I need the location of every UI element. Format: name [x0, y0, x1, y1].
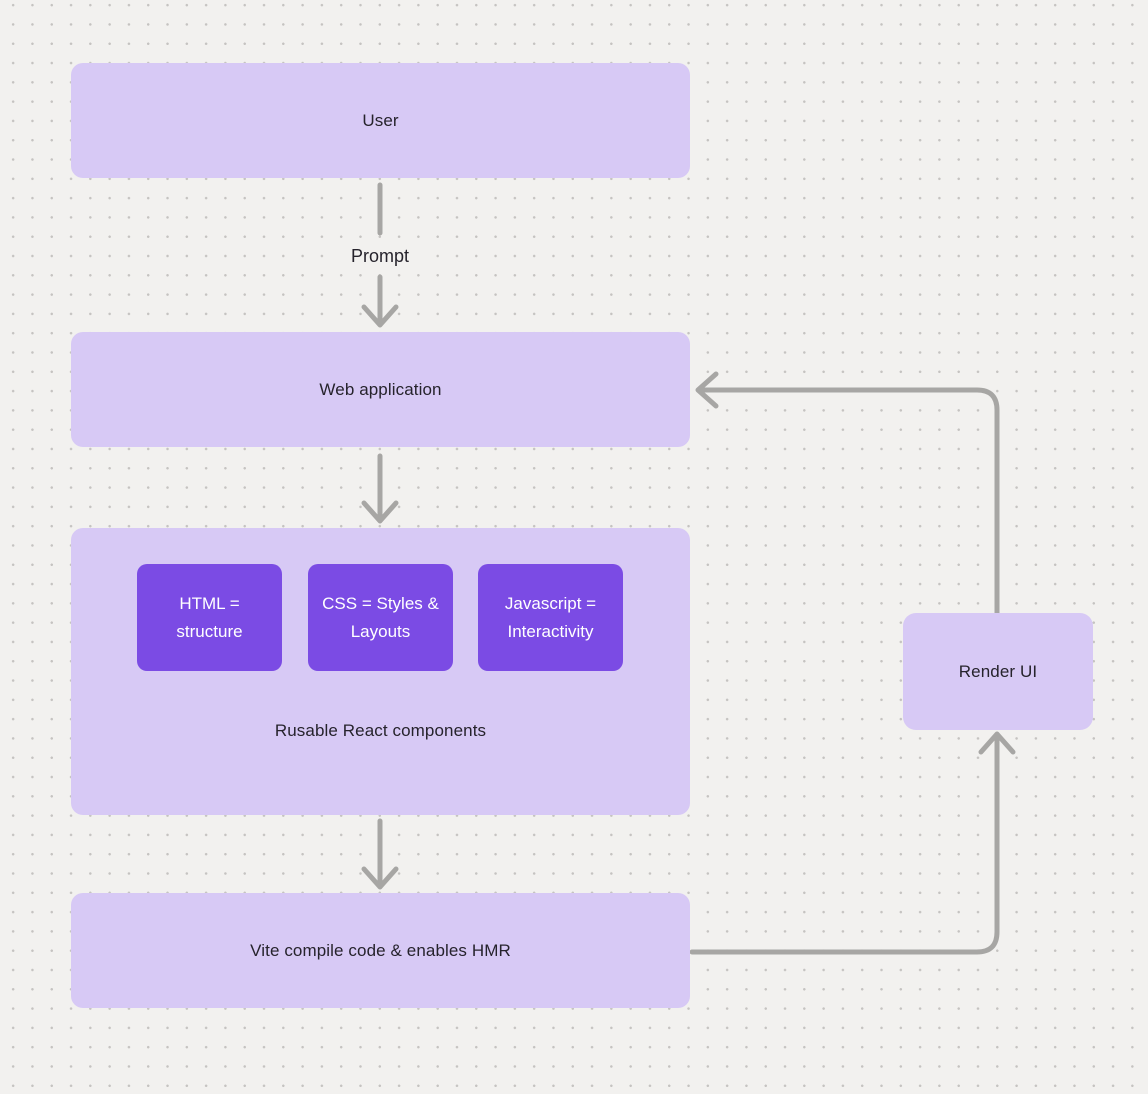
node-vite[interactable]: Vite compile code & enables HMR: [71, 893, 690, 1008]
chip-css-label: CSS = Styles & Layouts: [322, 593, 439, 641]
webapp-to-components-arrow: [361, 453, 399, 524]
chip-javascript[interactable]: Javascript = Interactivity: [478, 564, 623, 671]
edge-label-prompt: Prompt: [330, 244, 430, 269]
node-web-application[interactable]: Web application: [71, 332, 690, 447]
node-render-ui[interactable]: Render UI: [903, 613, 1093, 730]
renderui-to-webapp-connector: [695, 371, 1000, 616]
chip-html-label: HTML = structure: [176, 593, 243, 641]
chip-javascript-label: Javascript = Interactivity: [504, 593, 597, 641]
node-components-group[interactable]: HTML = structure CSS = Styles & Layouts …: [71, 528, 690, 815]
node-web-application-label: Web application: [319, 379, 442, 399]
node-user-label: User: [362, 110, 399, 130]
prompt-to-webapp-arrow: [361, 274, 399, 328]
vite-to-renderui-connector: [689, 731, 1016, 955]
node-user[interactable]: User: [71, 63, 690, 178]
chip-html[interactable]: HTML = structure: [137, 564, 282, 671]
node-render-ui-label: Render UI: [958, 661, 1038, 681]
chip-css[interactable]: CSS = Styles & Layouts: [308, 564, 453, 671]
components-to-vite-arrow: [361, 818, 399, 890]
node-vite-label: Vite compile code & enables HMR: [250, 940, 511, 960]
components-group-caption: Rusable React components: [274, 721, 487, 740]
